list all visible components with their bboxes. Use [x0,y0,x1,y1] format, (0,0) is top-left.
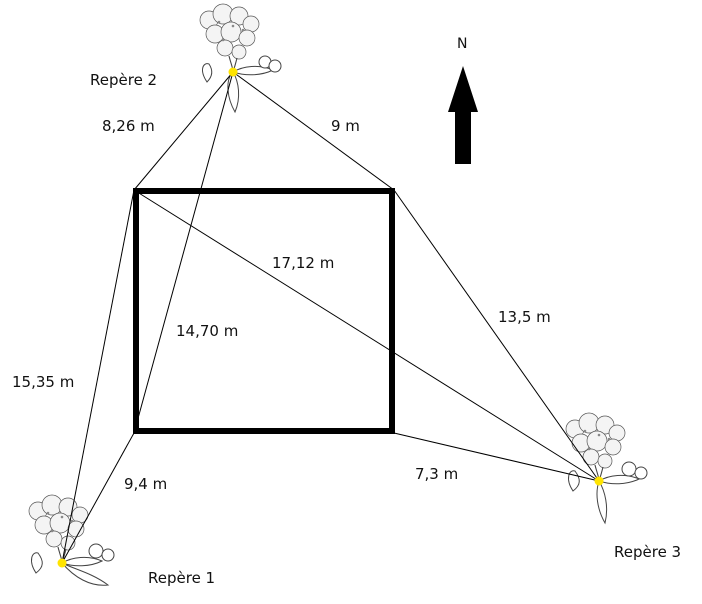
distance-label-m2-ne: 9 m [331,117,360,135]
plant-icon-repere-1 [28,494,115,586]
repere-2-label: Repère 2 [90,71,158,89]
distance-label-m1-sw: 9,4 m [124,475,168,493]
repere-1-label: Repère 1 [148,569,216,587]
distance-label-se-m3: 7,3 m [415,465,459,483]
north-arrow-icon [448,66,478,164]
line-m1-sw [61,432,135,564]
square-plot [133,188,395,434]
distance-label-ne-m3: 13,5 m [498,308,551,326]
reference-point-3 [594,476,604,486]
distance-label-m2-sw: 14,70 m [176,322,239,340]
measurement-lines [61,71,600,564]
repere-3-label: Repère 3 [614,543,682,561]
plant-icon-repere-2 [199,3,282,114]
line-nw-m1 [61,189,135,564]
distance-label-nw-m3: 17,12 m [272,254,335,272]
plant-icon-repere-3 [565,412,648,525]
distance-label-m2-nw: 8,26 m [102,117,155,135]
line-m2-nw [133,71,234,191]
line-nw-m3 [133,189,600,482]
line-m2-ne [232,71,395,191]
distance-label-nw-m1: 15,35 m [12,373,75,391]
reference-point-1 [57,558,67,568]
line-m2-sw [133,71,234,434]
line-se-m3 [393,432,600,482]
reference-point-2 [228,67,238,77]
north-label: N [457,36,468,52]
line-ne-m3 [393,189,600,482]
